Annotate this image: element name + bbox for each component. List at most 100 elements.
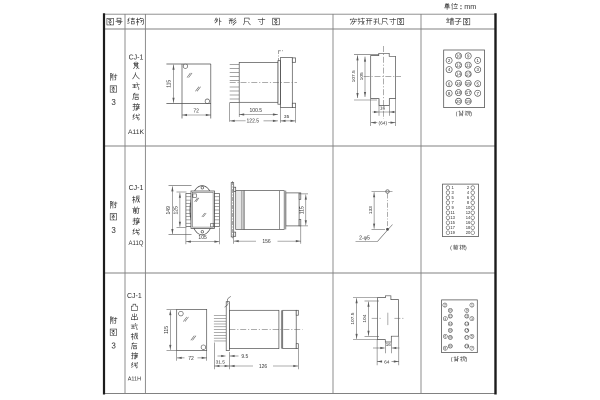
- svg-text:A11H: A11H: [128, 376, 141, 382]
- svg-text:1: 1: [451, 185, 454, 190]
- svg-text:31.5: 31.5: [216, 360, 226, 366]
- svg-text:18: 18: [466, 225, 471, 230]
- svg-text:16: 16: [456, 81, 461, 86]
- svg-text:): ): [465, 357, 467, 363]
- svg-text:12: 12: [448, 314, 452, 318]
- svg-text:19: 19: [465, 344, 469, 348]
- svg-text:10: 10: [466, 205, 471, 210]
- svg-text:(: (: [451, 357, 453, 363]
- svg-text:3: 3: [111, 98, 116, 107]
- svg-text:17: 17: [466, 90, 471, 95]
- svg-text:8: 8: [467, 200, 470, 205]
- svg-text:14: 14: [466, 215, 471, 220]
- svg-text:): ): [470, 111, 472, 117]
- svg-text:20: 20: [456, 99, 461, 104]
- svg-text:107.5: 107.5: [350, 312, 356, 324]
- svg-text:126: 126: [259, 364, 268, 370]
- svg-text:5: 5: [471, 335, 473, 339]
- svg-text:11: 11: [450, 210, 455, 215]
- svg-text:10: 10: [456, 53, 461, 58]
- svg-text:16: 16: [386, 342, 392, 347]
- svg-text:2: 2: [448, 58, 451, 63]
- svg-text:156: 156: [262, 239, 271, 245]
- svg-text:125: 125: [174, 206, 180, 215]
- svg-text:15: 15: [466, 81, 471, 86]
- svg-text:105: 105: [198, 235, 207, 241]
- svg-text:149: 149: [166, 206, 172, 215]
- svg-text:18: 18: [448, 336, 452, 340]
- svg-text:19: 19: [466, 99, 471, 104]
- svg-text:1: 1: [476, 58, 479, 63]
- svg-text:11: 11: [466, 63, 471, 68]
- svg-text:13: 13: [465, 322, 469, 326]
- svg-text:2: 2: [444, 303, 446, 307]
- svg-text:4: 4: [467, 190, 470, 195]
- svg-text:3: 3: [111, 226, 116, 235]
- svg-text:7: 7: [451, 200, 454, 205]
- svg-text:72: 72: [193, 108, 199, 114]
- svg-text:mm: mm: [464, 2, 476, 11]
- svg-text:100.5: 100.5: [250, 108, 263, 114]
- svg-text:(: (: [450, 245, 452, 251]
- svg-text:104: 104: [362, 314, 368, 322]
- svg-text:122.5: 122.5: [247, 118, 260, 124]
- svg-text:18: 18: [456, 90, 461, 95]
- svg-text:105: 105: [359, 72, 365, 80]
- svg-text:115: 115: [167, 80, 173, 88]
- svg-text:14: 14: [456, 72, 461, 77]
- svg-text:): ): [465, 245, 467, 251]
- svg-text:20: 20: [448, 344, 452, 348]
- svg-text:11: 11: [465, 314, 469, 318]
- svg-text:14: 14: [448, 322, 452, 326]
- svg-text:20: 20: [466, 230, 471, 235]
- svg-text:3: 3: [471, 317, 473, 321]
- svg-text:1: 1: [471, 303, 473, 307]
- svg-text:9: 9: [451, 205, 454, 210]
- svg-text:15: 15: [465, 329, 469, 333]
- svg-text:2: 2: [467, 185, 470, 190]
- svg-text:7: 7: [471, 346, 473, 350]
- svg-text:3: 3: [476, 67, 479, 72]
- svg-text:115: 115: [300, 206, 306, 214]
- svg-text:72: 72: [188, 356, 194, 362]
- svg-text:5: 5: [476, 81, 479, 86]
- svg-text:2-φ5: 2-φ5: [359, 235, 370, 241]
- svg-text:(64): (64): [379, 121, 388, 127]
- svg-text:10: 10: [448, 309, 452, 313]
- svg-text:115: 115: [164, 326, 170, 334]
- svg-text:64: 64: [384, 360, 390, 366]
- svg-text:16: 16: [448, 329, 452, 333]
- svg-text:3: 3: [451, 190, 454, 195]
- svg-text:8: 8: [448, 91, 451, 96]
- svg-text:17: 17: [450, 225, 455, 230]
- svg-text:15: 15: [450, 220, 455, 225]
- svg-text:13: 13: [450, 215, 455, 220]
- svg-text:133: 133: [368, 206, 374, 214]
- svg-text:35: 35: [284, 114, 290, 120]
- svg-text:4: 4: [448, 67, 451, 72]
- svg-text:9.5: 9.5: [241, 354, 248, 360]
- svg-text:6: 6: [448, 81, 451, 86]
- svg-text:8: 8: [444, 346, 446, 350]
- svg-text:17: 17: [465, 336, 469, 340]
- svg-text:5: 5: [451, 195, 454, 200]
- svg-text:6: 6: [467, 195, 470, 200]
- svg-text:9: 9: [467, 53, 470, 58]
- svg-text:13: 13: [466, 72, 471, 77]
- svg-text:A11K: A11K: [128, 129, 145, 136]
- svg-text:(: (: [456, 111, 458, 117]
- svg-text:107.5: 107.5: [351, 70, 357, 82]
- svg-text:16: 16: [380, 106, 386, 112]
- svg-text:7: 7: [476, 91, 479, 96]
- svg-text:CJ-1: CJ-1: [129, 55, 144, 62]
- svg-text:12: 12: [456, 63, 461, 68]
- svg-text:A11Q: A11Q: [129, 241, 144, 247]
- svg-text:6: 6: [444, 335, 446, 339]
- svg-text:16: 16: [466, 220, 471, 225]
- svg-text:19: 19: [450, 230, 455, 235]
- svg-text:12: 12: [466, 210, 471, 215]
- svg-text:3: 3: [111, 342, 116, 351]
- svg-text:4: 4: [444, 317, 446, 321]
- svg-text:CJ-1: CJ-1: [129, 185, 144, 192]
- svg-text:CJ-1: CJ-1: [127, 293, 142, 300]
